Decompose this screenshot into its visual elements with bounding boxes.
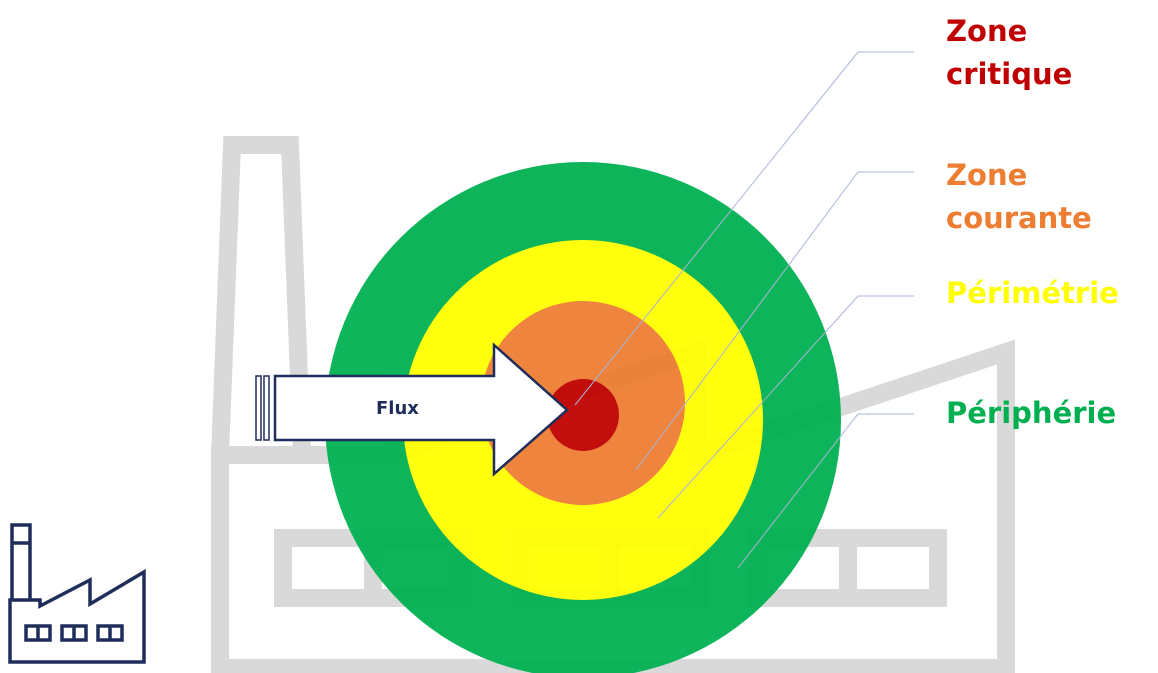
factory-window <box>848 538 938 598</box>
factory-icon <box>10 525 144 662</box>
factory-icon-chimney <box>12 525 30 600</box>
flux-arrow-tail-bar <box>264 376 269 440</box>
flux-arrow-tail-bar <box>256 376 261 440</box>
zone-label-periphery: Périphérie <box>946 392 1116 435</box>
flux-label: Flux <box>376 398 438 419</box>
zone-label-critical: Zone critique <box>946 10 1072 96</box>
zone-label-current: Zone courante <box>946 154 1092 240</box>
zone-label-perimeter: Périmétrie <box>946 272 1119 315</box>
